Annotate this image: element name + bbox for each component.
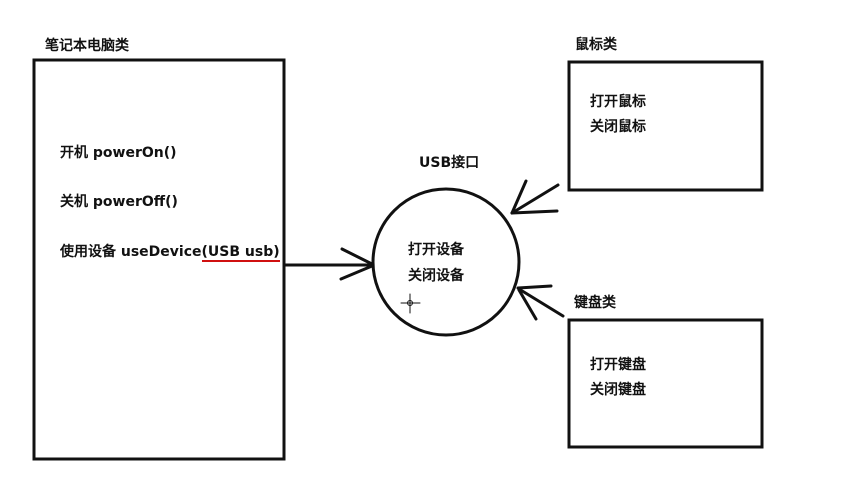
mouse-method-open: 打开鼠标 xyxy=(590,94,646,110)
usedevice-name: 使用设备 useDevice xyxy=(60,244,202,260)
mouse-class-box xyxy=(567,60,764,192)
mouse-class-title: 鼠标类 xyxy=(575,37,617,53)
keyboard-class-box xyxy=(567,318,764,449)
usb-method-open: 打开设备 xyxy=(408,242,464,258)
laptop-method-usedevice: 使用设备 useDevice(USB usb) xyxy=(60,244,280,262)
keyboard-method-close: 关闭键盘 xyxy=(590,382,646,398)
keyboard-class-title: 键盘类 xyxy=(574,295,616,311)
laptop-method-poweron: 开机 powerOn() xyxy=(60,145,177,161)
laptop-method-poweroff: 关机 powerOff() xyxy=(60,194,178,210)
usb-interface-title: USB接口 xyxy=(419,155,480,171)
keyboard-to-usb-arrow xyxy=(516,284,565,321)
usb-method-close: 关闭设备 xyxy=(408,268,464,284)
usb-interface-circle xyxy=(371,187,521,337)
laptop-class-title: 笔记本电脑类 xyxy=(45,38,129,54)
laptop-class-box xyxy=(32,58,286,461)
mouse-method-close: 关闭鼠标 xyxy=(590,119,646,135)
mouse-to-usb-arrow xyxy=(510,179,560,215)
usedevice-param-underlined: (USB usb) xyxy=(201,244,280,262)
crosshair-cursor-icon xyxy=(400,293,421,314)
laptop-to-usb-arrow xyxy=(282,247,374,281)
keyboard-method-open: 打开键盘 xyxy=(590,357,646,373)
